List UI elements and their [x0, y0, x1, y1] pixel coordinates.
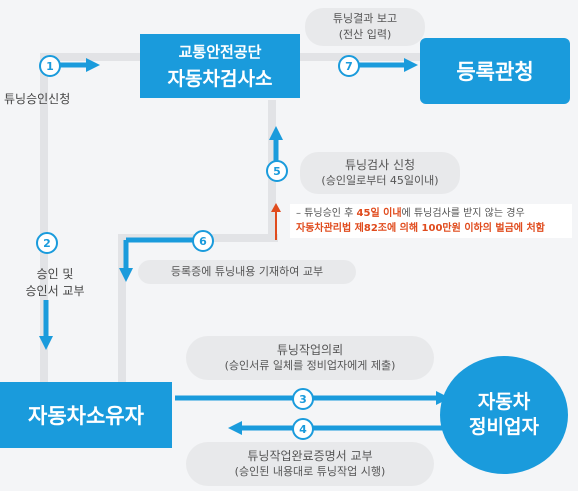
registration-label: 등록관청 [456, 60, 534, 84]
repair-line2: 정비업자 [469, 416, 539, 438]
step-3-badge: 3 [292, 388, 314, 410]
kotsa-line1: 교통안전공단 [178, 43, 262, 61]
kotsa-line2: 자동차검사소 [167, 68, 273, 90]
step7-line1: 튜닝결과 보고 [332, 12, 398, 25]
step6-pill: 등록증에 튜닝내용 기재하여 교부 [138, 260, 356, 284]
vehicle-owner-box: 자동차소유자 [0, 382, 172, 448]
step7-pill: 튜닝결과 보고 (전산 입력) [305, 8, 425, 46]
step4-line2: (승인된 내용대로 튜닝작업 시행) [234, 465, 386, 478]
step-2-badge: 2 [36, 232, 58, 254]
penalty-line1: – 튜닝승인 후 45일 이내에 튜닝검사를 받지 않는 경우 [296, 208, 525, 219]
step2-label: 승인 및 승인서 교부 [10, 266, 100, 300]
step5-line2: (승인일로부터 45일이내) [321, 174, 439, 187]
step7-line2: (전산 입력) [338, 28, 392, 41]
registration-office-box: 등록관청 [420, 38, 570, 104]
step4-pill: 튜닝작업완료증명서 교부 (승인된 내용대로 튜닝작업 시행) [186, 442, 434, 486]
connector-line [118, 234, 126, 384]
step3-pill: 튜닝작업의뢰 (승인서류 일체를 정비업자에게 제출) [186, 336, 434, 380]
step3-line2: (승인서류 일체를 정비업자에게 제출) [224, 359, 396, 372]
repair-line1: 자동차 [477, 391, 531, 413]
step3-line1: 튜닝작업의뢰 [276, 343, 344, 357]
kotsa-inspection-box: 교통안전공단 자동차검사소 [140, 34, 300, 98]
penalty-note: – 튜닝승인 후 45일 이내에 튜닝검사를 받지 않는 경우 자동차관리법 제… [290, 204, 572, 238]
step5-line1: 튜닝검사 신청 [344, 158, 416, 172]
connector-line [40, 53, 48, 383]
penalty-line2: 자동차관리법 제82조에 의해 100만원 이하의 벌금에 처함 [296, 223, 545, 234]
step4-line1: 튜닝작업완료증명서 교부 [247, 449, 373, 463]
step-6-badge: 6 [192, 230, 214, 252]
step2-line2: 승인서 교부 [25, 284, 85, 298]
connector-line [300, 53, 430, 61]
step-1-badge: 1 [39, 55, 61, 77]
step2-line1: 승인 및 [36, 267, 74, 281]
step-7-badge: 7 [338, 55, 360, 77]
step6-label: 등록증에 튜닝내용 기재하여 교부 [170, 265, 324, 278]
step-4-badge: 4 [292, 418, 314, 440]
owner-label: 자동차소유자 [28, 404, 144, 428]
connector-line [40, 53, 140, 61]
repair-shop-circle: 자동차 정비업자 [440, 356, 568, 474]
step1-label: 튜닝승인신청 [4, 92, 71, 106]
step-5-badge: 5 [266, 160, 288, 182]
step5-pill: 튜닝검사 신청 (승인일로부터 45일이내) [300, 152, 460, 194]
